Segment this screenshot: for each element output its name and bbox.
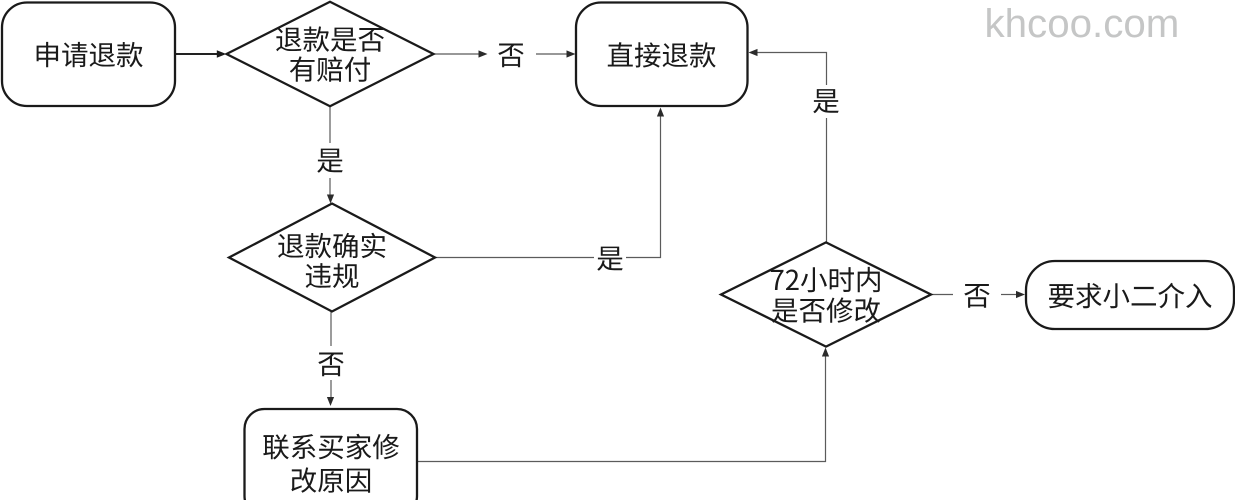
- svg-text:khcoo.com: khcoo.com: [985, 1, 1180, 46]
